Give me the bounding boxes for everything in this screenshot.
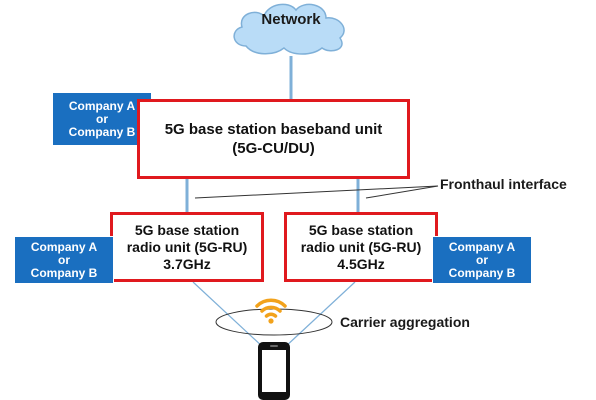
company-line-3: Company B [30,265,98,280]
radio-beam-right [283,281,356,349]
baseband-unit-box: 5G base station baseband unit (5G-CU/DU) [137,99,410,179]
radio-unit-frequency: 3.7GHz [163,255,211,272]
radio-unit-line-2: radio unit (5G-RU) [300,238,422,255]
radio-unit-line-1: 5G base station [134,221,240,238]
radio-unit-4-5ghz: 5G base station radio unit (5G-RU) 4.5GH… [284,212,438,282]
radio-unit-3-7ghz: 5G base station radio unit (5G-RU) 3.7GH… [110,212,264,282]
fronthaul-pointer-left [194,185,439,199]
company-line-1: Company A [68,98,136,113]
radio-beam-left [192,281,265,349]
carrier-aggregation-label: Carrier aggregation [340,314,470,330]
company-box-right-radio: Company A or Company B [432,236,532,284]
company-line-3: Company B [68,124,136,139]
company-box-left-radio: Company A or Company B [14,236,114,284]
cloud-icon [233,3,345,55]
company-box-baseband: Company A or Company B [52,92,152,146]
radio-unit-line-2: radio unit (5G-RU) [126,238,248,255]
fronthaul-pointer-right [365,185,439,199]
company-line-1: Company A [30,239,98,254]
company-line-2: or [96,111,108,126]
radio-unit-frequency: 4.5GHz [337,255,385,272]
company-line-3: Company B [448,265,516,280]
baseband-subtitle: (5G-CU/DU) [232,140,315,157]
smartphone-icon [258,342,290,400]
network-label: Network [261,11,321,28]
radio-unit-line-1: 5G base station [308,221,414,238]
baseband-title: 5G base station baseband unit [164,121,383,138]
fronthaul-interface-label: Fronthaul interface [440,176,567,192]
company-line-2: or [476,252,488,267]
network-cloud: Network [226,0,356,56]
company-line-1: Company A [448,239,516,254]
company-line-2: or [58,252,70,267]
wifi-icon [255,298,287,324]
